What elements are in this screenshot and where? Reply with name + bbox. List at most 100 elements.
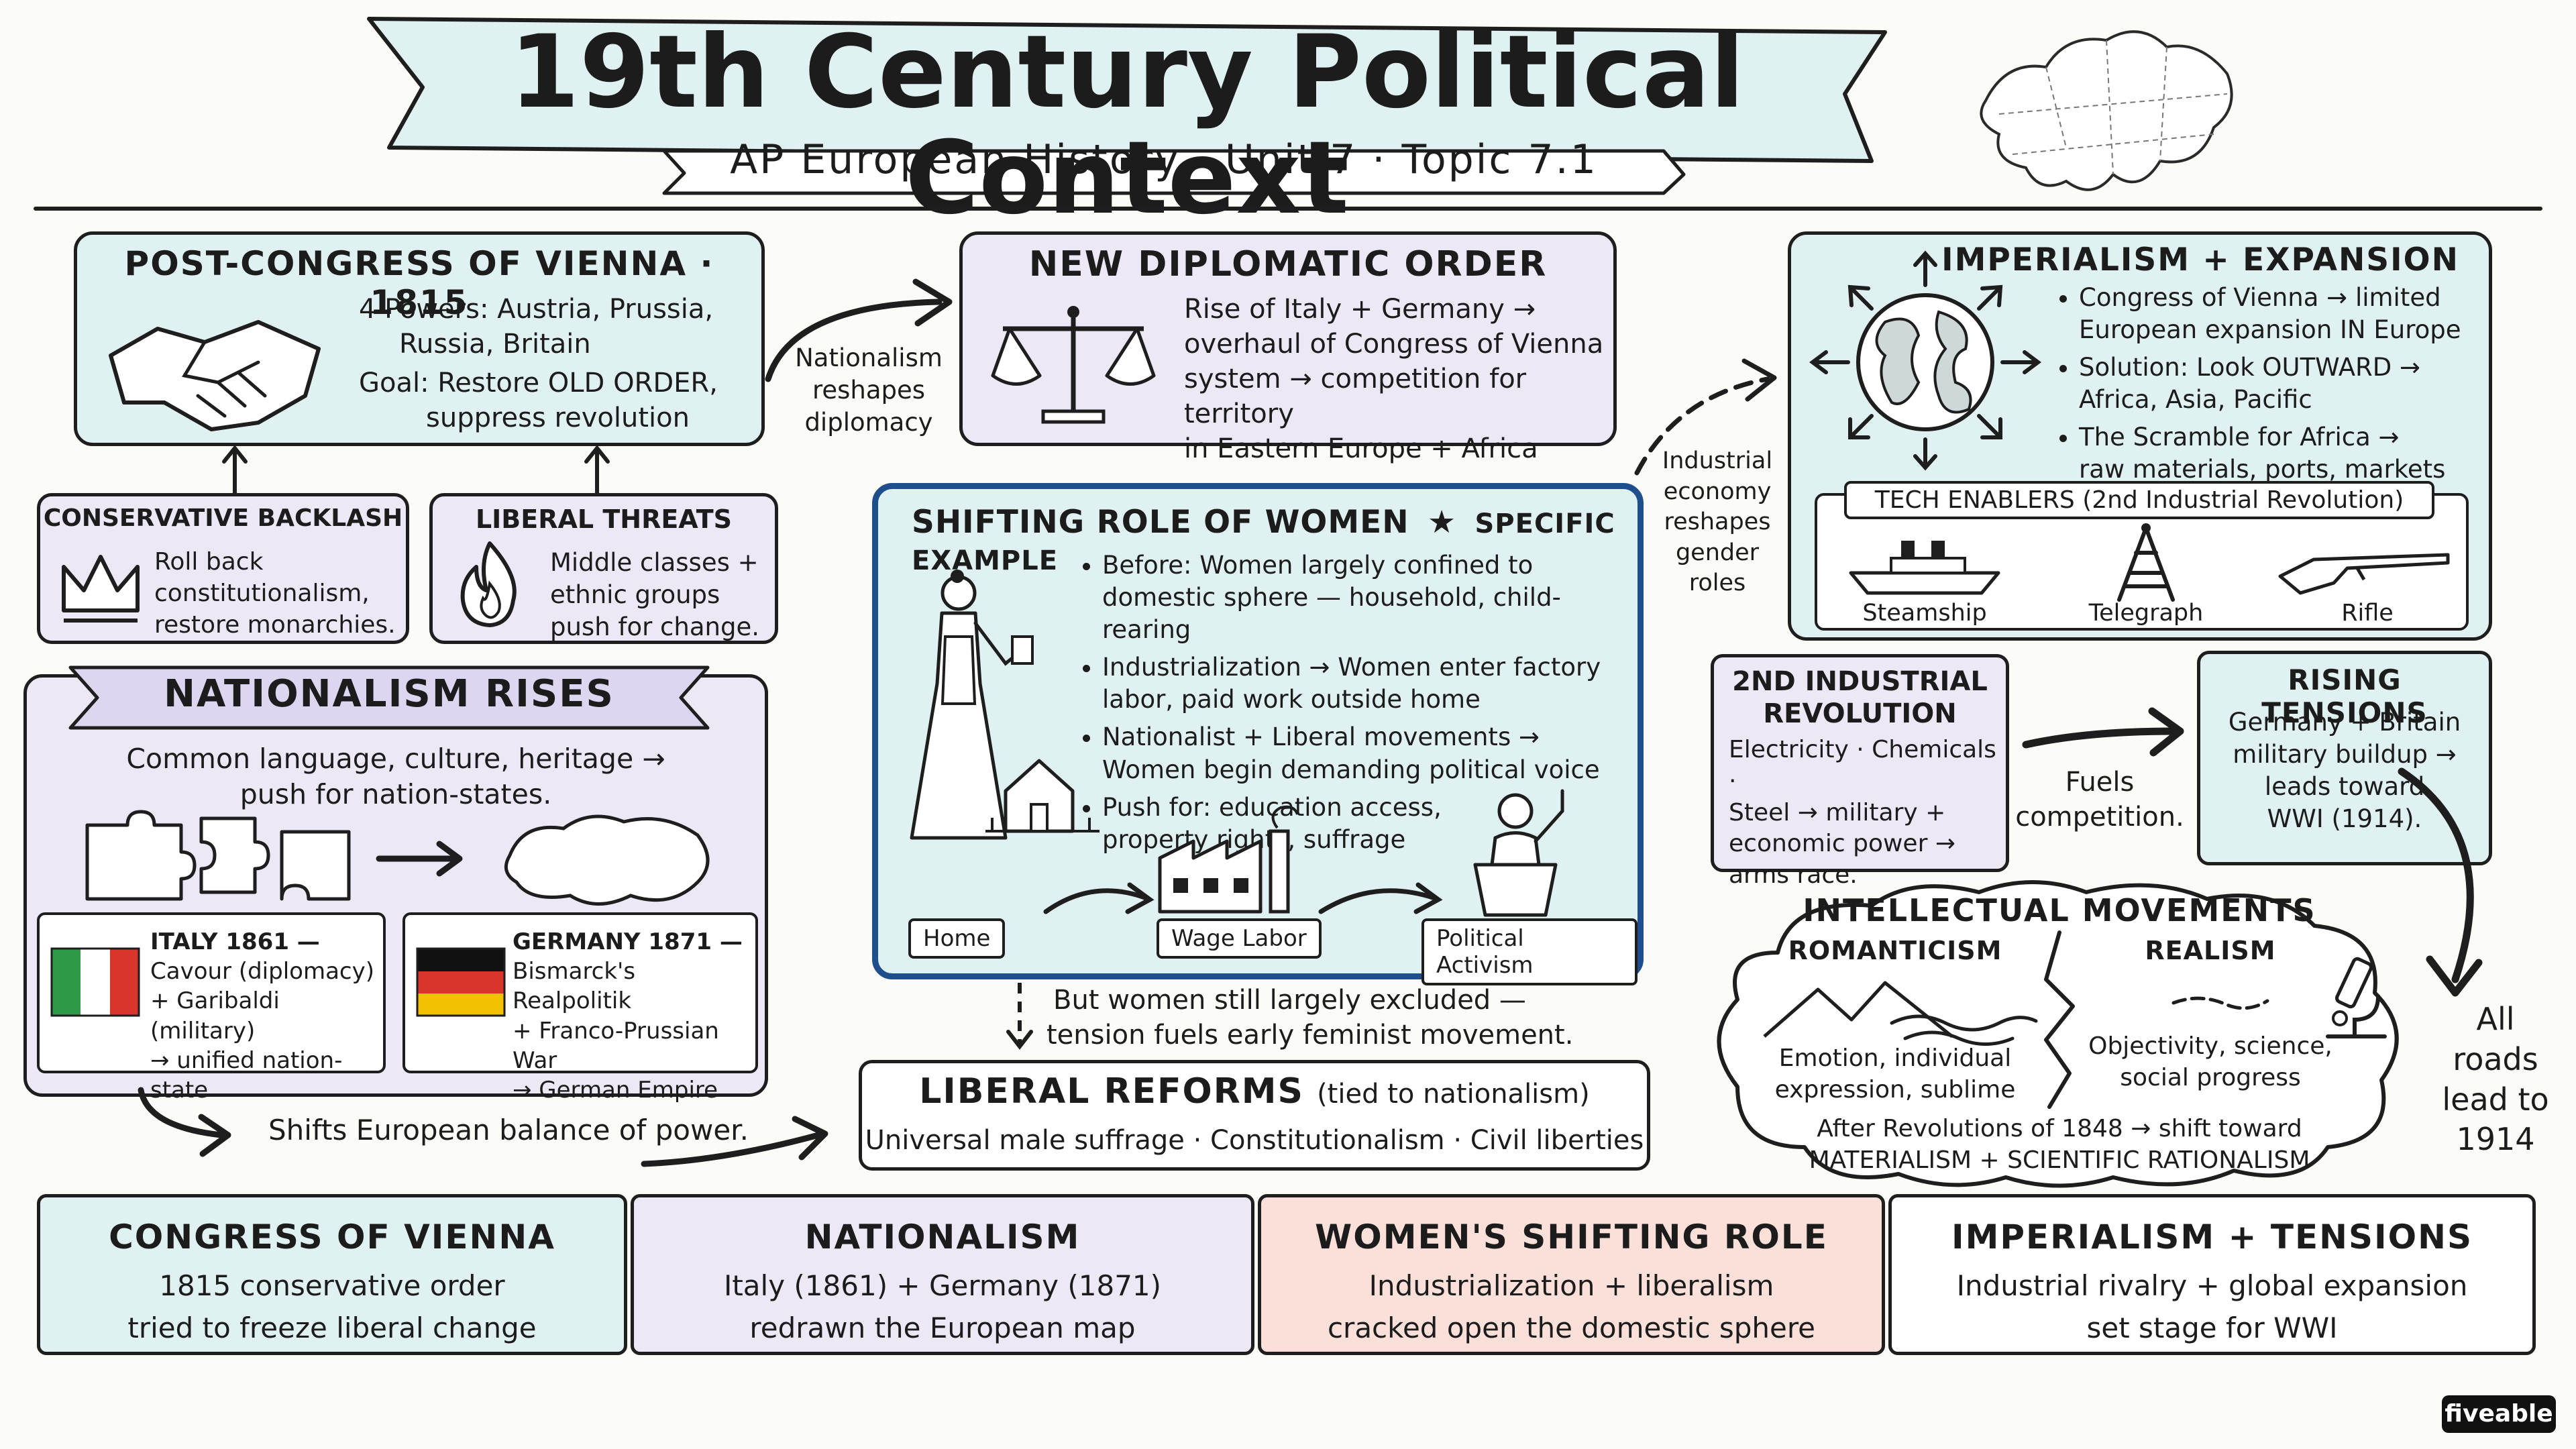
intellectual-footer-line: MATERIALISM + SCIENTIFIC RATIONALISM [1809, 1146, 2310, 1174]
italy-title: ITALY 1861 — [150, 928, 320, 955]
nationalism-line: push for nation-states. [239, 778, 552, 811]
intellectual-title: INTELLECTUAL MOVEMENTS [1803, 892, 2316, 928]
italy-text: ITALY 1861 — Cavour (diplomacy) + Gariba… [150, 927, 385, 1105]
vienna-text: 4 Powers: Austria, Prussia, Russia, Brit… [359, 292, 755, 435]
label-line: diplomacy [804, 408, 933, 437]
romanticism-text: Emotion, individual expression, sublime [1744, 1043, 2046, 1106]
handshake-icon [109, 320, 321, 431]
nationalism-title: NATIONALISM RISES [164, 672, 614, 716]
right-arrow-icon [2022, 707, 2184, 757]
curved-arrow-icon [138, 1087, 828, 1167]
realism-line: social progress [2120, 1063, 2301, 1091]
liberal-threats-text: Middle classes + ethnic groups push for … [550, 547, 778, 643]
footer-card-women: WOMEN'S SHIFTING ROLE Industrialization … [1258, 1194, 1885, 1355]
women-bullet: Industrialization → Women enter factoryl… [1102, 651, 1636, 716]
second-ir-title-line: 2ND INDUSTRIAL [1732, 666, 1988, 697]
tech-enablers-title: TECH ENABLERS (2nd Industrial Revolution… [1844, 481, 2434, 519]
conservative-line: restore monarchies. [154, 610, 396, 639]
liberal-threats-line: ethnic groups [550, 580, 720, 610]
nationalism-box: NATIONALISM RISES Common language, cultu… [23, 665, 768, 1104]
europe-map-icon [1980, 30, 2233, 191]
diplomatic-box: NEW DIPLOMATIC ORDER Rise of Italy + Ger… [959, 231, 1617, 464]
star-icon: ★ [1427, 504, 1457, 541]
tension-note: But women still largely excluded — tensi… [1046, 983, 1597, 1053]
women-bullet: Before: Women largely confined todomesti… [1102, 549, 1636, 646]
second-ir-line: economic power → [1729, 830, 1955, 858]
microscope-icon [2171, 957, 2387, 1038]
industrial-gender-label: Industrial economy reshapes gender roles [1637, 446, 1798, 599]
second-ir-line: arms race. [1729, 861, 1858, 890]
tech-steamship-label: Steamship [1862, 600, 1987, 627]
title-banner [367, 17, 1887, 195]
all-roads-line: All [2476, 1001, 2515, 1037]
italy-flag-icon [50, 947, 140, 1017]
page-subtitle: AP European History · Unit 7 · Topic 7.1 [730, 136, 1598, 183]
stage-home: Home [908, 918, 1006, 959]
germany-flag-icon [416, 947, 506, 1017]
right-arrow-icon [376, 841, 463, 877]
germany-line: Bismarck's Realpolitik [513, 958, 636, 1015]
fuels-competition-label: Fuels competition. [2012, 765, 2187, 835]
label-line: Industrial [1662, 447, 1773, 474]
unified-map-icon [504, 814, 710, 906]
rising-tensions-text: Germany + Britain military buildup → lea… [2200, 706, 2489, 835]
realism-line: Objectivity, science, [2088, 1032, 2332, 1060]
realism-title: REALISM [2145, 936, 2276, 965]
label-line: reshapes [812, 376, 926, 405]
specific-example-label: SPECIFIC EXAMPLE [912, 508, 1615, 576]
stage-political-activism: Political Activism [1421, 918, 1638, 985]
women-header: SHIFTING ROLE OF WOMEN ★ SPECIFIC EXAMPL… [912, 504, 1616, 578]
realism-text: Objectivity, science, social progress [2059, 1031, 2361, 1094]
footer-card-title: IMPERIALISM + TENSIONS [1951, 1218, 2473, 1256]
tensions-line: leads toward [2264, 772, 2425, 802]
label-line: Nationalism [795, 343, 943, 372]
all-roads-line: roads [2453, 1040, 2538, 1077]
imperialism-box: IMPERIALISM + EXPANSION Congress of Vien… [1788, 231, 2492, 641]
vienna-line: suppress revolution [426, 402, 690, 433]
curved-arrow-icon [2398, 767, 2483, 997]
fuels-line: Fuels [2065, 767, 2135, 798]
germany-title: GERMANY 1871 — [513, 928, 743, 955]
stage-wage-labor: Wage Labor [1157, 918, 1322, 959]
fuels-line: competition. [2015, 802, 2184, 833]
romanticism-line: expression, sublime [1774, 1075, 2016, 1104]
vienna-line: Russia, Britain [399, 329, 591, 360]
podium-woman-icon [1473, 789, 1564, 917]
mountains-icon [1763, 981, 2038, 1046]
romanticism-line: Emotion, individual [1778, 1044, 2012, 1072]
women-progress-arrows [1043, 882, 1443, 914]
liberal-reforms-box: LIBERAL REFORMS (tied to nationalism) Un… [859, 1060, 1650, 1171]
women-bullet: Nationalist + Liberal movements →Women b… [1102, 721, 1636, 786]
page-title: 19th Century Political Context [509, 14, 1745, 237]
women-bullets: Before: Women largely confined todomesti… [1073, 549, 1636, 861]
all-roads-line: 1914 [2456, 1121, 2535, 1158]
steamship-icon [1849, 541, 2000, 595]
vienna-line: Goal: Restore OLD ORDER, [359, 368, 718, 398]
conservative-title: CONSERVATIVE BACKLASH [43, 504, 403, 532]
footer-card-nationalism: NATIONALISM Italy (1861) + Germany (1871… [631, 1194, 1254, 1355]
up-arrow-icon [584, 445, 610, 495]
vienna-title: POST-CONGRESS OF VIENNA · 1815 [124, 244, 714, 322]
rising-tensions-title: RISING TENSIONS [2261, 663, 2428, 729]
diplomatic-line: overhaul of Congress of Vienna [1184, 329, 1604, 360]
nationalism-banner [68, 665, 710, 730]
imperialism-bullet: The Scramble for Africa →raw materials, … [2079, 421, 2479, 486]
imperialism-bullet: Solution: Look OUTWARD →Africa, Asia, Pa… [2079, 352, 2479, 416]
tech-telegraph-label: Telegraph [2088, 600, 2204, 627]
conservative-box: CONSERVATIVE BACKLASH Roll back constitu… [37, 493, 409, 644]
liberal-threats-title: LIBERAL THREATS [475, 504, 733, 534]
italy-line: Cavour (diplomacy) [150, 958, 374, 985]
header-divider [34, 207, 2542, 211]
liberal-reforms-paren: (tied to nationalism) [1317, 1079, 1590, 1110]
vienna-line: 4 Powers: Austria, Prussia, [359, 294, 714, 325]
footer-card-text: Italy (1861) + Germany (1871)redrawn the… [723, 1269, 1162, 1344]
rifle-icon [2278, 553, 2450, 595]
liberal-reforms-line: Universal male suffrage · Constitutional… [865, 1125, 1644, 1156]
vienna-box: POST-CONGRESS OF VIENNA · 1815 4 Powers:… [74, 231, 765, 446]
liberal-reforms-title: LIBERAL REFORMS [919, 1071, 1304, 1112]
tensions-line: Germany + Britain [2228, 708, 2461, 737]
nationalism-line: Common language, culture, heritage → [126, 743, 665, 775]
globe-icon [1809, 250, 2041, 471]
diplomatic-text: Rise of Italy + Germany → overhaul of Co… [1184, 292, 1613, 466]
